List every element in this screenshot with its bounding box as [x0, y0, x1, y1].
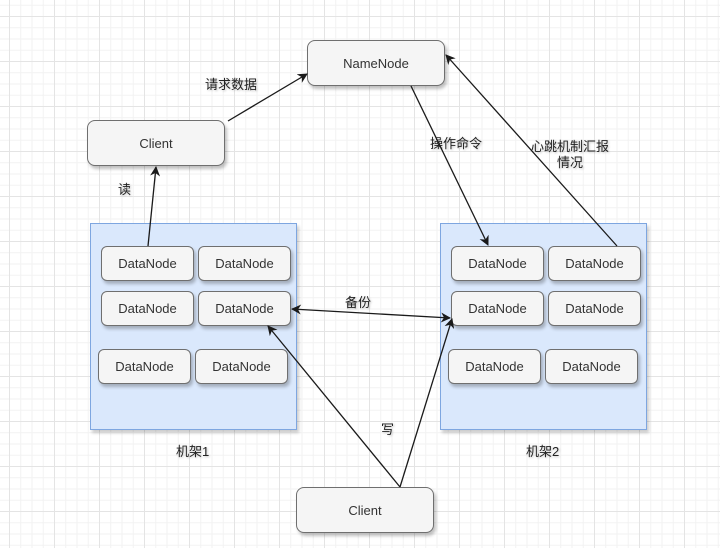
rack2-datanode-6[interactable]: DataNode — [545, 349, 638, 384]
datanode-label: DataNode — [118, 301, 177, 316]
edge-namenode-to-datanode-command — [410, 85, 489, 246]
rack2-datanode-5[interactable]: DataNode — [448, 349, 541, 384]
datanode-label: DataNode — [118, 256, 177, 271]
label-request-data: 请求数据 — [205, 77, 258, 92]
rack2-datanode-1[interactable]: DataNode — [451, 246, 544, 281]
client-top-label: Client — [139, 135, 173, 151]
datanode-label: DataNode — [565, 256, 624, 271]
datanode-label: DataNode — [215, 256, 274, 271]
datanode-label: DataNode — [565, 301, 624, 316]
rack1-datanode-5[interactable]: DataNode — [98, 349, 191, 384]
namenode-box[interactable]: NameNode — [307, 40, 445, 86]
datanode-label: DataNode — [468, 256, 527, 271]
client-bottom-box[interactable]: Client — [296, 487, 434, 533]
rack2-datanode-3[interactable]: DataNode — [451, 291, 544, 326]
rack1-datanode-4[interactable]: DataNode — [198, 291, 291, 326]
rack-2-label: 机架2 — [526, 444, 560, 459]
client-top-box[interactable]: Client — [87, 120, 225, 166]
label-backup: 备份 — [345, 295, 372, 310]
rack2-datanode-2[interactable]: DataNode — [548, 246, 641, 281]
rack1-datanode-2[interactable]: DataNode — [198, 246, 291, 281]
datanode-label: DataNode — [562, 359, 621, 374]
namenode-label: NameNode — [343, 55, 409, 71]
label-heartbeat: 心跳机制汇报 情况 — [531, 139, 609, 171]
rack-1-label: 机架1 — [176, 444, 210, 459]
datanode-label: DataNode — [465, 359, 524, 374]
rack1-datanode-6[interactable]: DataNode — [195, 349, 288, 384]
label-heartbeat-line2: 情况 — [557, 155, 584, 170]
label-read: 读 — [118, 182, 132, 197]
label-operation-command: 操作命令 — [430, 136, 483, 151]
datanode-label: DataNode — [468, 301, 527, 316]
rack1-datanode-3[interactable]: DataNode — [101, 291, 194, 326]
datanode-label: DataNode — [212, 359, 271, 374]
client-bottom-label: Client — [348, 502, 382, 518]
label-write: 写 — [381, 422, 395, 437]
rack2-datanode-4[interactable]: DataNode — [548, 291, 641, 326]
label-heartbeat-line1: 心跳机制汇报 — [531, 139, 610, 154]
rack1-datanode-1[interactable]: DataNode — [101, 246, 194, 281]
datanode-label: DataNode — [215, 301, 274, 316]
datanode-label: DataNode — [115, 359, 174, 374]
